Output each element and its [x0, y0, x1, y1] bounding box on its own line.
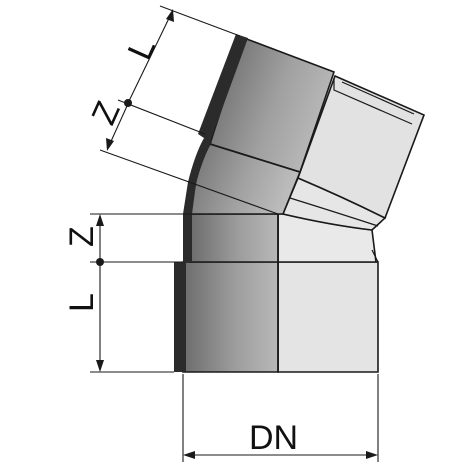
ext-line-upper-mid — [117, 99, 206, 135]
lower-socket-section — [182, 261, 279, 373]
bend-section-view — [174, 34, 336, 373]
bend-exterior-view — [277, 74, 426, 373]
arrow-lower-top — [96, 214, 104, 226]
ext-line-upper-top — [159, 5, 241, 37]
dim-dot-lower — [96, 258, 104, 266]
upper-socket-inner-line — [341, 81, 415, 115]
lower-socket-rim-line — [371, 249, 379, 263]
label-l-lower: L — [63, 293, 101, 312]
dim-dot-upper — [124, 99, 132, 107]
ext-line-upper-bottom — [99, 149, 279, 215]
upper-socket-wall — [198, 34, 248, 142]
upper-socket-exterior — [296, 74, 426, 220]
label-dn: DN — [249, 419, 298, 457]
arrow-upper-bottom — [106, 138, 114, 151]
lower-spigot-wall — [183, 214, 192, 262]
dimension-lines — [90, 5, 379, 462]
arrow-dn-right — [366, 451, 378, 459]
upper-socket-rim-line — [333, 78, 413, 125]
lower-socket-exterior — [277, 261, 379, 373]
lower-socket-wall — [174, 262, 186, 372]
arrow-upper-top — [166, 9, 174, 22]
lower-spigot-section — [189, 213, 279, 263]
label-z-lower: Z — [63, 226, 101, 247]
section-joint-upper — [209, 143, 301, 173]
arrow-lower-bottom — [96, 360, 104, 372]
dimension-arrows — [96, 9, 378, 459]
arrow-dn-left — [183, 451, 195, 459]
middle-bend-wall — [183, 138, 212, 214]
dim-line-upper-l — [128, 11, 173, 102]
label-l-upper: L — [121, 33, 163, 66]
middle-groove-line — [289, 197, 379, 227]
